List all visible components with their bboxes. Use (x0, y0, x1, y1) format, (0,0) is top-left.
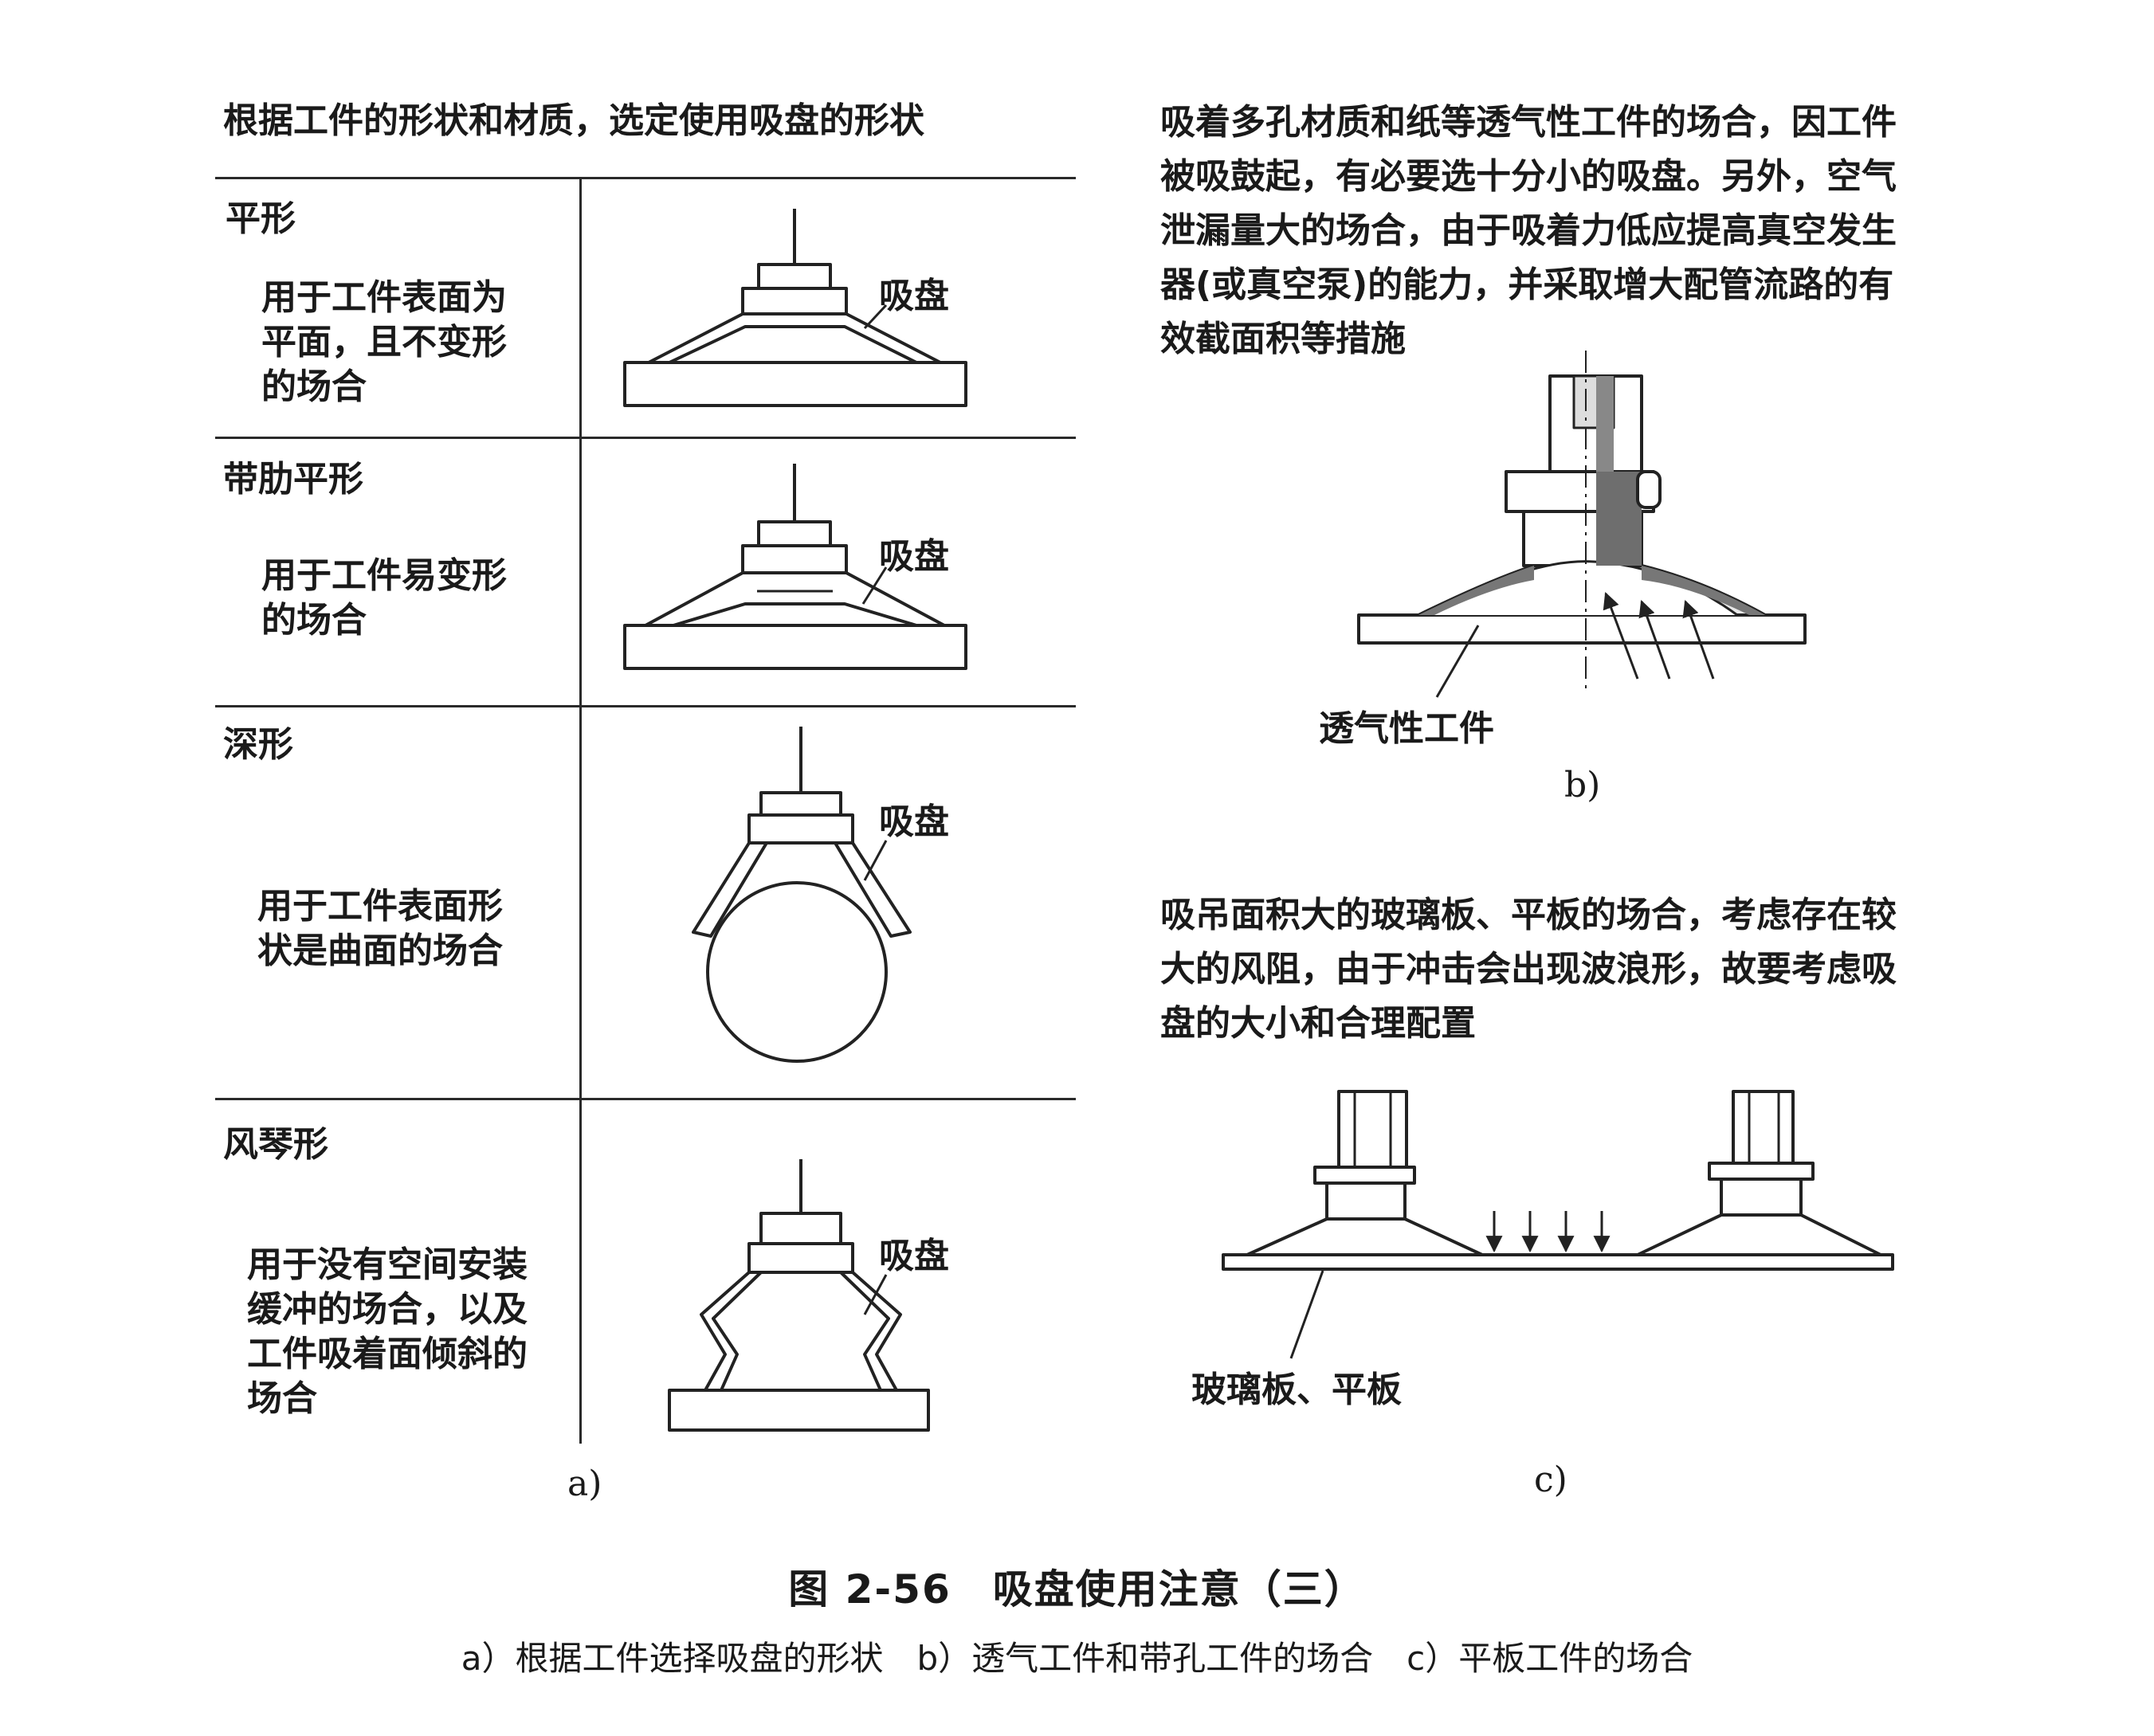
row-name-ribbed-flat: 带肋平形 (223, 459, 363, 500)
table-row-divider (215, 705, 1076, 707)
porous-suction-cup-drawing (1357, 351, 1807, 698)
bellows-suction-cup-drawing (668, 1159, 930, 1432)
row-desc-deep: 用于工件表面形 状是曲面的场合 (257, 886, 503, 971)
glass-plate-suction-cups-drawing (1222, 1090, 1894, 1359)
flat-suction-cup-drawing (623, 209, 967, 407)
panel-b-sublabel: b) (1564, 765, 1601, 805)
panel-c-description: 吸吊面积大的玻璃板、平板的场合，考虑存在较 大的风阻，由于冲击会出现波浪形，故要… (1160, 895, 1897, 1044)
suction-cup-label: 吸盘 (879, 1236, 949, 1276)
panel-a-sublabel: a) (567, 1464, 602, 1504)
row-desc-flat: 用于工件表面为 平面，且不变形 的场合 (261, 277, 507, 407)
deep-suction-cup-drawing (692, 727, 912, 1063)
table-top-rule (215, 177, 1076, 179)
panel-c-sublabel: c) (1534, 1460, 1567, 1500)
ribbed-flat-suction-cup-drawing (623, 464, 967, 670)
suction-cup-label: 吸盘 (879, 536, 949, 577)
table-column-divider (579, 177, 582, 1444)
row-name-flat: 平形 (226, 198, 296, 239)
suction-cup-label: 吸盘 (879, 276, 949, 316)
table-row-divider (215, 437, 1076, 439)
panel-a-heading: 根据工件的形状和材质，选定使用吸盘的形状 (223, 100, 924, 141)
suction-cup-label: 吸盘 (879, 801, 949, 842)
row-name-bellows: 风琴形 (223, 1124, 328, 1165)
figure-caption: a）根据工件选择吸盘的形状 b）透气工件和带孔工件的场合 c）平板工件的场合 (461, 1639, 1693, 1678)
row-desc-bellows: 用于没有空间安装 缓冲的场合，以及 工件吸着面倾斜的 场合 (247, 1244, 528, 1419)
glass-plate-label: 玻璃板、平板 (1191, 1370, 1402, 1410)
panel-b-description: 吸着多孔材质和纸等透气性工件的场合，因工件 被吸鼓起，有必要选十分小的吸盘。另外… (1160, 102, 1897, 359)
figure-title: 图 2-56 吸盘使用注意（三） (788, 1566, 1366, 1613)
row-desc-ribbed-flat: 用于工件易变形 的场合 (261, 555, 507, 641)
table-row-divider (215, 1098, 1076, 1100)
porous-workpiece-label: 透气性工件 (1319, 708, 1494, 749)
row-name-deep: 深形 (223, 724, 293, 765)
